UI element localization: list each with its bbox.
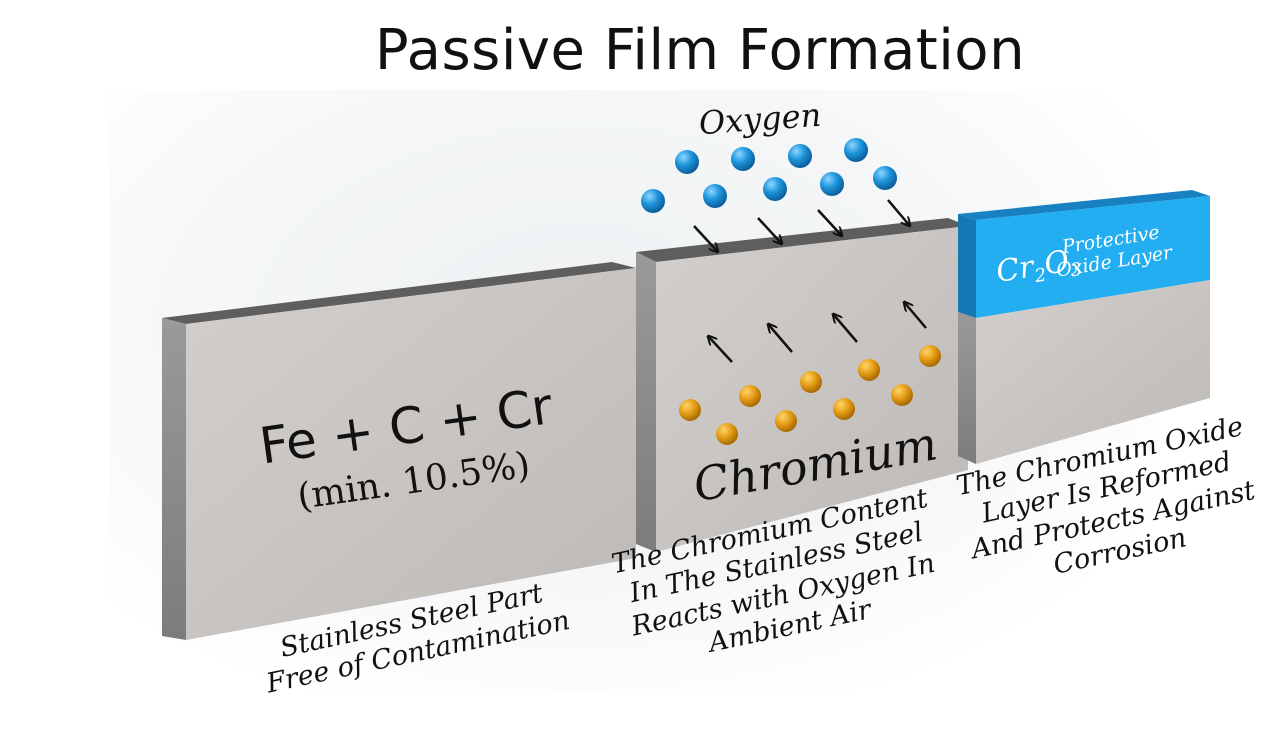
oxygen-group [641, 138, 910, 252]
block-3-oxide-front [976, 196, 1210, 318]
block-1: Fe + C + Cr (min. 10.5%) [162, 262, 636, 640]
block-3-top [958, 190, 1210, 220]
block-3-side [958, 312, 976, 464]
oxygen-arrow [887, 199, 910, 226]
chromium-atom [833, 398, 855, 420]
oxygen-arrow [757, 217, 782, 244]
block-2-side [636, 252, 656, 552]
chromium-atom [858, 359, 880, 381]
chromium-atom [800, 371, 822, 393]
chromium-arrow [768, 324, 793, 353]
chromium-arrow [904, 302, 927, 329]
oxygen-atom [873, 166, 897, 190]
block-2: Chromium [636, 218, 968, 552]
oxygen-atom [675, 150, 699, 174]
chromium-atom [716, 423, 738, 445]
oxygen-atom [788, 144, 812, 168]
oxygen-atom [731, 147, 755, 171]
oxygen-atom [703, 184, 727, 208]
block-1-front [186, 268, 636, 640]
oxygen-arrow [817, 209, 842, 236]
chromium-atom [679, 399, 701, 421]
block-3: Cr2O3 Protective Oxide Layer [958, 190, 1210, 464]
chromium-atom [775, 410, 797, 432]
chromium-atom [919, 345, 941, 367]
oxygen-atom [763, 177, 787, 201]
block-1-top [162, 262, 636, 324]
oxygen-atom [820, 172, 844, 196]
block-1-side [162, 318, 186, 640]
page-title: Passive Film Formation [374, 18, 1026, 83]
oxide-formula: Cr2O3 [994, 242, 1084, 293]
chromium-arrow [833, 314, 858, 343]
chromium-atom [739, 385, 761, 407]
oxygen-atom [641, 189, 665, 213]
block-3-oxide-side [958, 214, 976, 318]
chromium-atom [891, 384, 913, 406]
oxygen-arrow [693, 225, 718, 252]
chromium-arrow [708, 336, 733, 363]
block-3-front [976, 280, 1210, 464]
oxygen-atom [844, 138, 868, 162]
